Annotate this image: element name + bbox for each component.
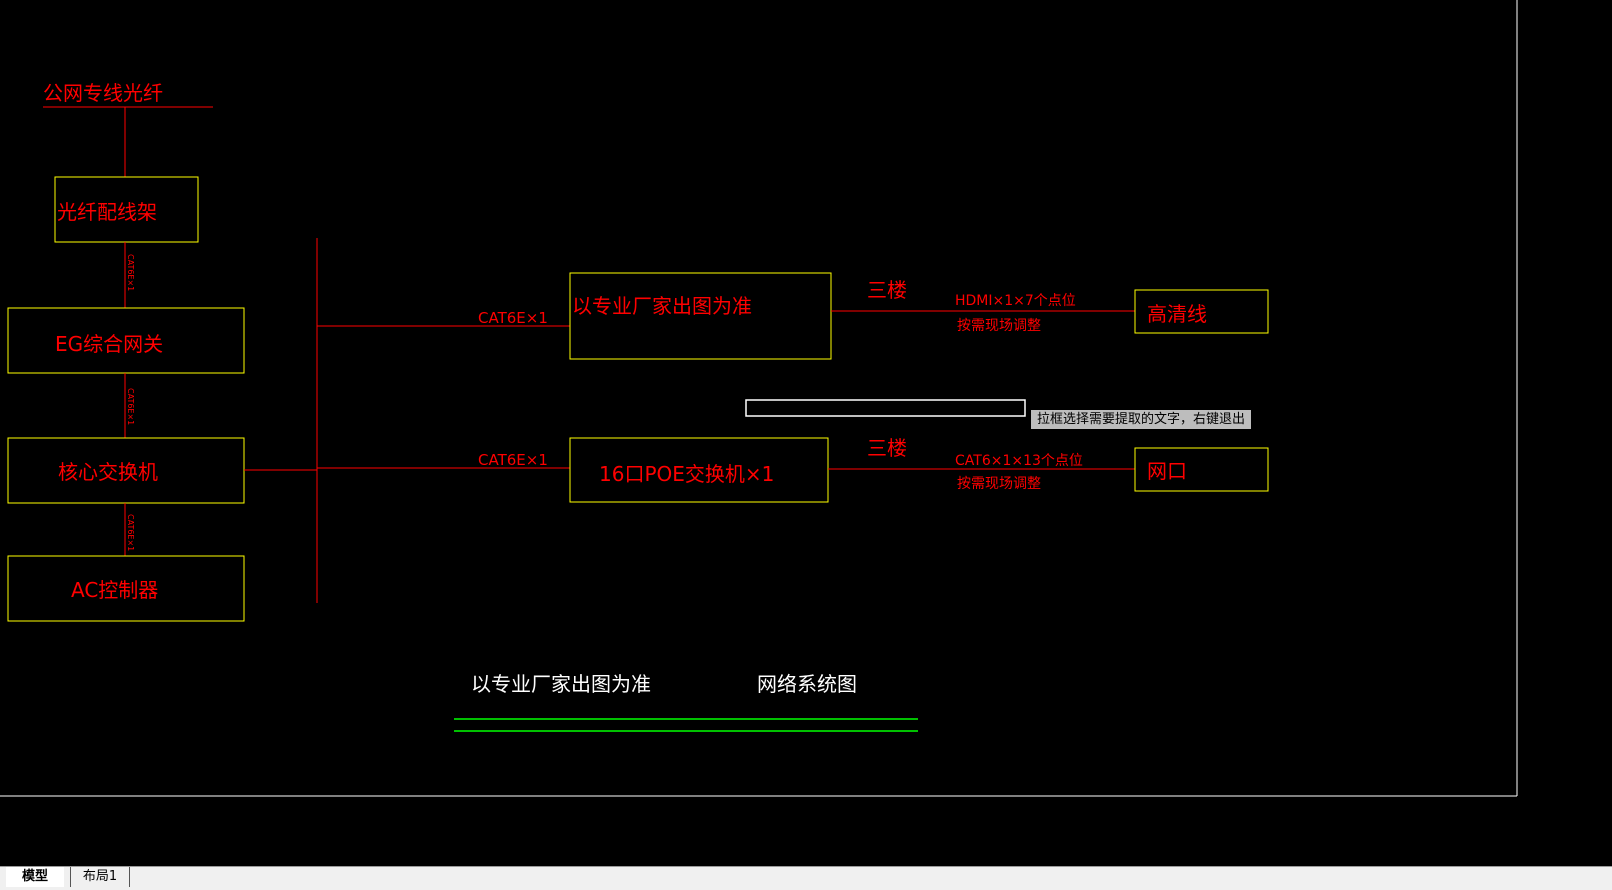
ac-controller-box — [7, 555, 245, 622]
odf-box — [54, 176, 199, 243]
tab-model[interactable]: 模型 — [6, 867, 64, 887]
hd-cable-box — [1134, 289, 1269, 334]
adjust-label-lower: 按需现场调整 — [957, 476, 1041, 492]
vendor-box-label: 以专业厂家出图为准 — [572, 294, 752, 318]
vendor-box — [569, 272, 832, 360]
cat6-cable-label: CAT6×1×13个点位 — [955, 453, 1083, 469]
gateway-box — [7, 307, 245, 374]
selection-box[interactable] — [745, 399, 1026, 417]
link-label-lower: CAT6E×1 — [478, 451, 548, 469]
footer-note: 以专业厂家出图为准 — [471, 672, 651, 696]
floor-label-lower: 三楼 — [867, 436, 907, 460]
vertical-link-label-2: CAT6E×1 — [126, 388, 135, 425]
poe-switch-label: 16口POE交换机×1 — [599, 462, 774, 486]
link-label-upper: CAT6E×1 — [478, 309, 548, 327]
tab-layout1[interactable]: 布局1 — [70, 867, 130, 887]
vertical-link-label-3: CAT6E×1 — [126, 514, 135, 551]
hd-cable-label: 高清线 — [1147, 302, 1207, 326]
ac-controller-label: AC控制器 — [71, 578, 158, 602]
vertical-link-label-1: CAT6E×1 — [126, 254, 135, 291]
network-port-box — [1134, 447, 1269, 492]
footer-title: 网络系统图 — [757, 672, 857, 696]
gateway-label: EG综合网关 — [55, 332, 163, 356]
hdmi-cable-label: HDMI×1×7个点位 — [955, 293, 1076, 309]
extract-text-tooltip: 拉框选择需要提取的文字，右键退出 — [1031, 410, 1252, 429]
cad-drawing-canvas[interactable]: 公网专线光纤 光纤配线架 CAT6E×1 EG综合网关 CAT6E×1 核心交换… — [0, 0, 1612, 866]
adjust-label-upper: 按需现场调整 — [957, 318, 1041, 334]
core-switch-label: 核心交换机 — [58, 460, 158, 484]
network-port-label: 网口 — [1147, 459, 1187, 483]
poe-switch-box — [569, 437, 829, 503]
layout-tab-bar: 模型 布局1 — [0, 866, 1612, 890]
floor-label-upper: 三楼 — [867, 278, 907, 302]
odf-label: 光纤配线架 — [57, 200, 157, 224]
fiber-label: 公网专线光纤 — [43, 81, 163, 105]
